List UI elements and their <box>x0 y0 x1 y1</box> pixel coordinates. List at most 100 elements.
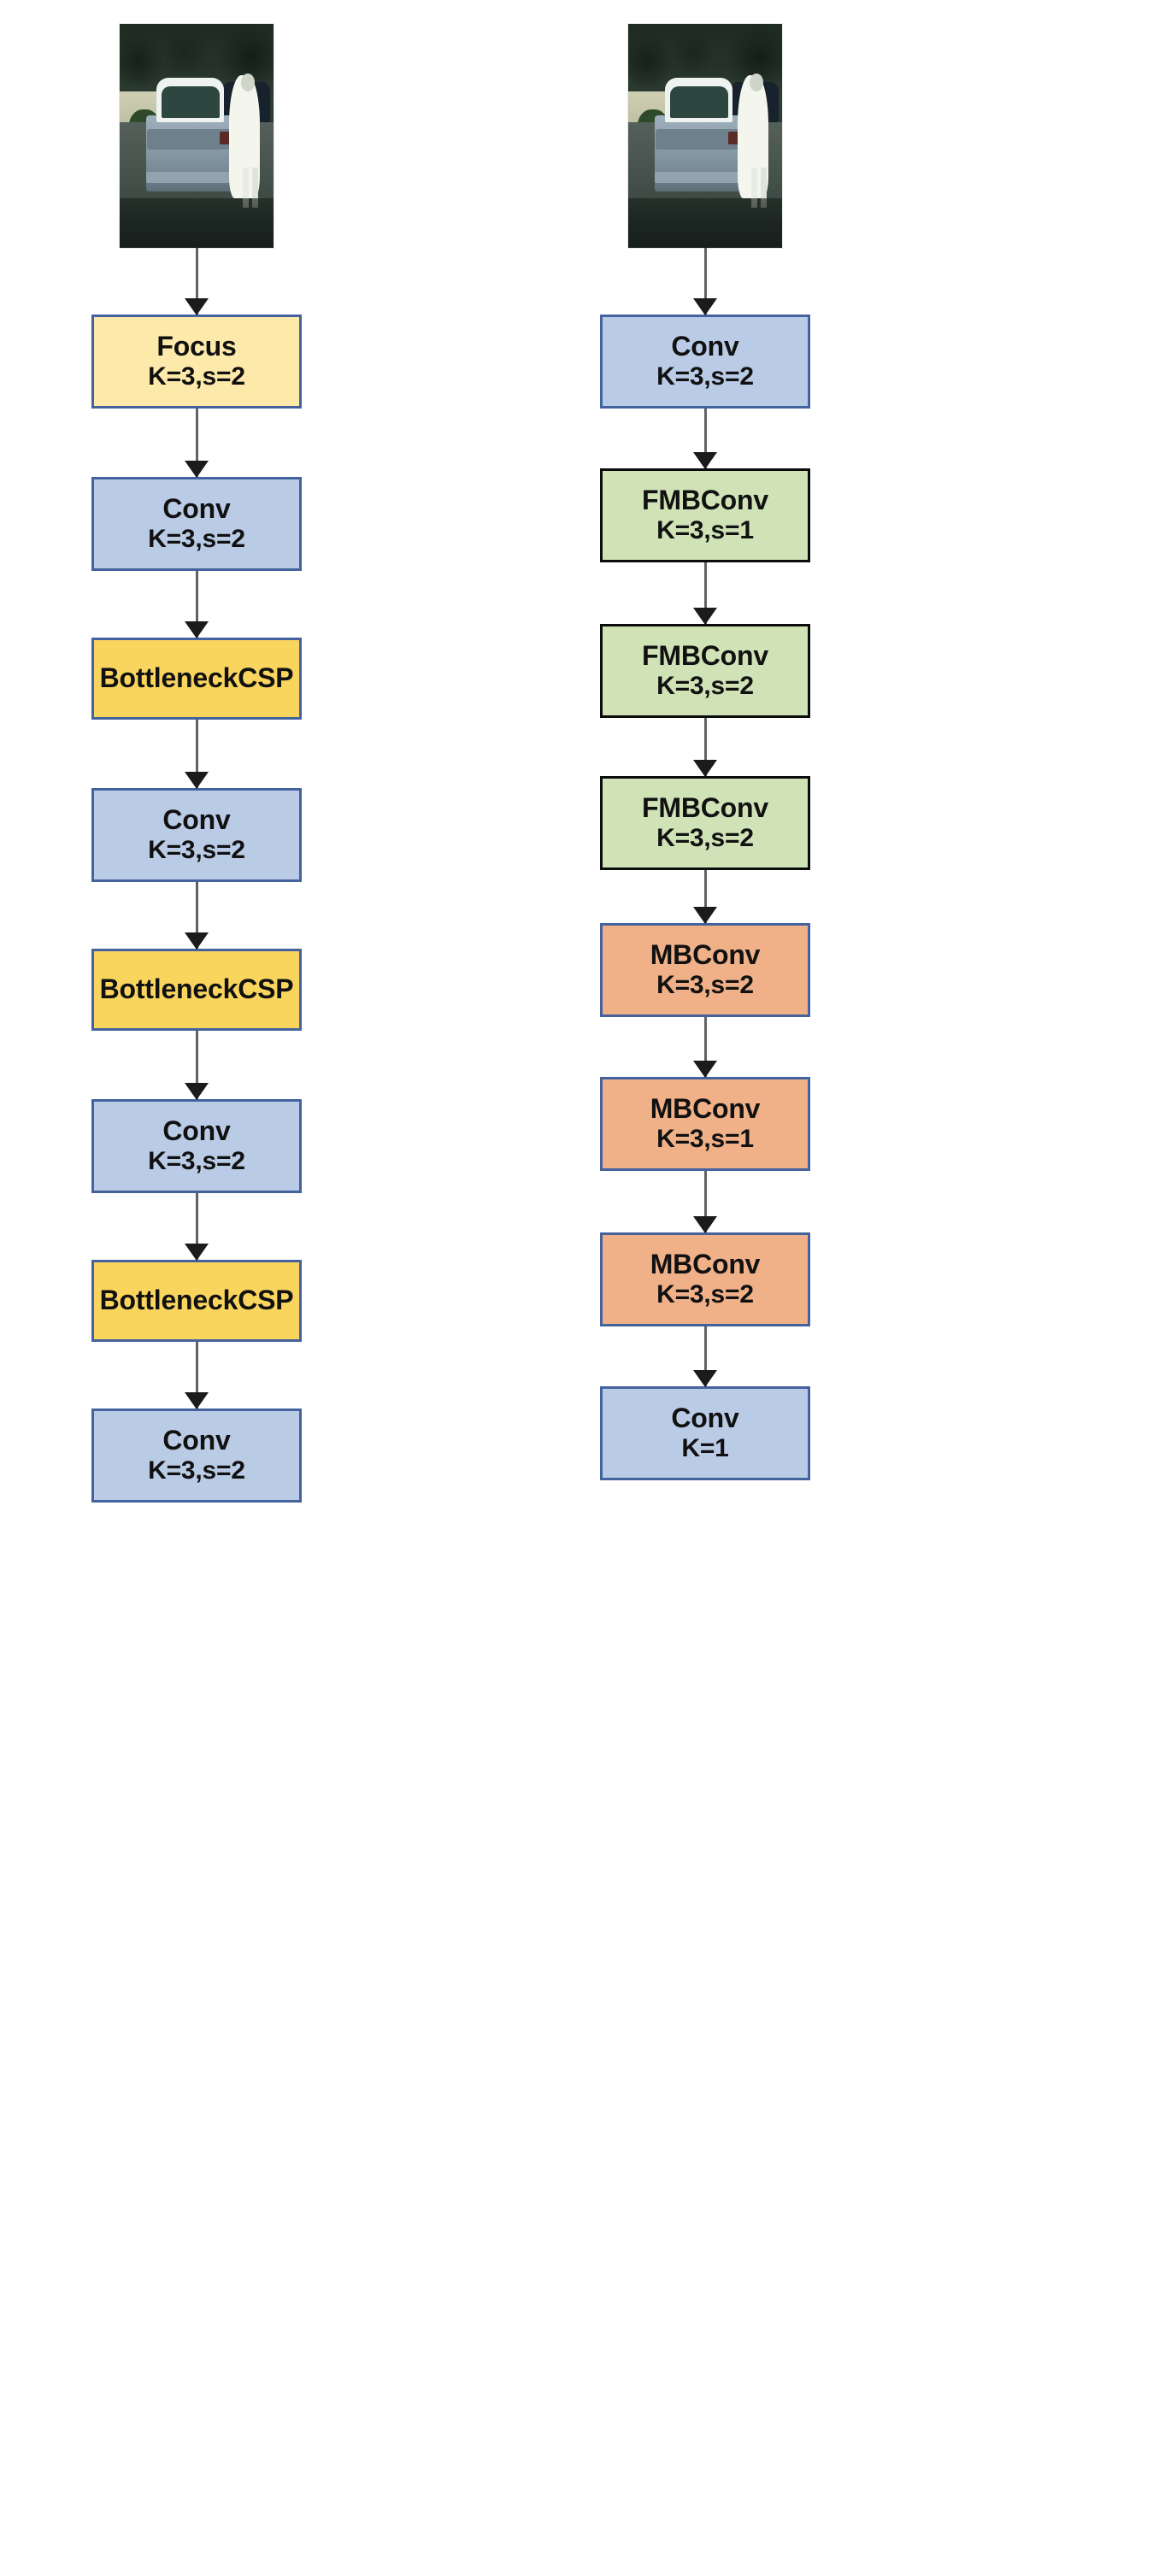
flow-arrow <box>17 1342 376 1409</box>
arrow-shaft <box>703 870 707 923</box>
node-title: MBConv <box>650 1249 761 1280</box>
flow-arrow <box>526 870 885 924</box>
arrow-head-icon <box>693 298 717 315</box>
node-csp[interactable]: BottleneckCSP <box>91 1260 302 1342</box>
arrow-shaft <box>195 1031 198 1099</box>
node-title: Conv <box>162 1115 231 1147</box>
input-image-left <box>120 24 274 248</box>
arrow-shaft <box>703 718 707 776</box>
arrow-shaft <box>195 1193 198 1260</box>
node-title: Conv <box>671 1403 739 1434</box>
image-pedestrian-leg <box>251 167 258 208</box>
image-road-shadow <box>628 198 782 248</box>
node-params: K=3,s=2 <box>656 672 754 701</box>
flow-arrow <box>17 1193 376 1261</box>
arrow-head-icon <box>693 1370 717 1387</box>
arrow-shaft <box>703 409 707 468</box>
node-title: BottleneckCSP <box>99 973 294 1005</box>
image-car-trunk <box>656 129 743 150</box>
node-params: K=3,s=2 <box>148 836 245 865</box>
arrow-head-icon <box>693 608 717 625</box>
image-pedestrian-head <box>750 73 764 91</box>
arrow-shaft <box>195 1342 198 1409</box>
arrow-head-icon <box>185 621 209 638</box>
arrow-shaft <box>703 248 707 315</box>
arrow-shaft <box>703 1326 707 1386</box>
node-params: K=3,s=1 <box>656 516 754 545</box>
arrow-head-icon <box>185 1244 209 1261</box>
node-title: FMBConv <box>642 792 768 824</box>
flow-arrow <box>17 248 376 315</box>
arrow-head-icon <box>185 932 209 950</box>
arrow-head-icon <box>693 760 717 777</box>
input-image-right <box>628 24 782 248</box>
arrow-head-icon <box>185 1392 209 1409</box>
arrow-head-icon <box>185 461 209 478</box>
flow-arrow <box>526 409 885 469</box>
flow-arrow <box>526 1326 885 1387</box>
node-title: Conv <box>671 331 739 362</box>
flow-arrow <box>17 1031 376 1100</box>
node-title: MBConv <box>650 1093 761 1125</box>
flow-arrow <box>526 248 885 315</box>
node-params: K=3,s=2 <box>656 1280 754 1309</box>
node-title: FMBConv <box>642 640 768 672</box>
image-car-bumper <box>654 171 747 183</box>
arrow-head-icon <box>693 907 717 924</box>
image-car-rear-window <box>669 86 728 119</box>
node-title: FMBConv <box>642 485 768 516</box>
node-csp[interactable]: BottleneckCSP <box>91 949 302 1031</box>
arrow-shaft <box>195 571 198 638</box>
arrow-shaft <box>195 409 198 477</box>
flow-arrow <box>526 718 885 777</box>
node-title: BottleneckCSP <box>99 662 294 694</box>
arrow-head-icon <box>693 452 717 469</box>
arrow-shaft <box>195 720 198 788</box>
image-road-shadow <box>120 198 274 248</box>
arrow-head-icon <box>185 772 209 789</box>
arrow-head-icon <box>185 1083 209 1100</box>
arrow-head-icon <box>185 298 209 315</box>
node-params: K=3,s=2 <box>656 362 754 391</box>
node-params: K=3,s=2 <box>656 971 754 1000</box>
image-car-bumper <box>145 171 238 183</box>
flow-arrow <box>17 571 376 638</box>
node-title: BottleneckCSP <box>99 1285 294 1316</box>
arrow-shaft <box>703 1171 707 1232</box>
flow-arrow <box>17 720 376 789</box>
flow-arrow <box>526 1171 885 1233</box>
flow-arrow <box>526 1017 885 1078</box>
image-pedestrian-leg <box>243 167 250 208</box>
flow-arrow <box>17 882 376 950</box>
image-pedestrian-head <box>241 73 256 91</box>
image-pedestrian-leg <box>760 167 767 208</box>
node-params: K=1 <box>681 1434 729 1463</box>
node-title: Conv <box>162 493 231 525</box>
node-params: K=3,s=2 <box>148 1456 245 1485</box>
arrow-shaft <box>195 248 198 315</box>
node-csp[interactable]: BottleneckCSP <box>91 638 302 720</box>
flow-arrow <box>526 562 885 625</box>
flow-arrow <box>17 409 376 478</box>
arrow-shaft <box>703 1017 707 1077</box>
arrow-shaft <box>195 882 198 949</box>
arrow-head-icon <box>693 1216 717 1233</box>
arrow-shaft <box>703 562 707 624</box>
